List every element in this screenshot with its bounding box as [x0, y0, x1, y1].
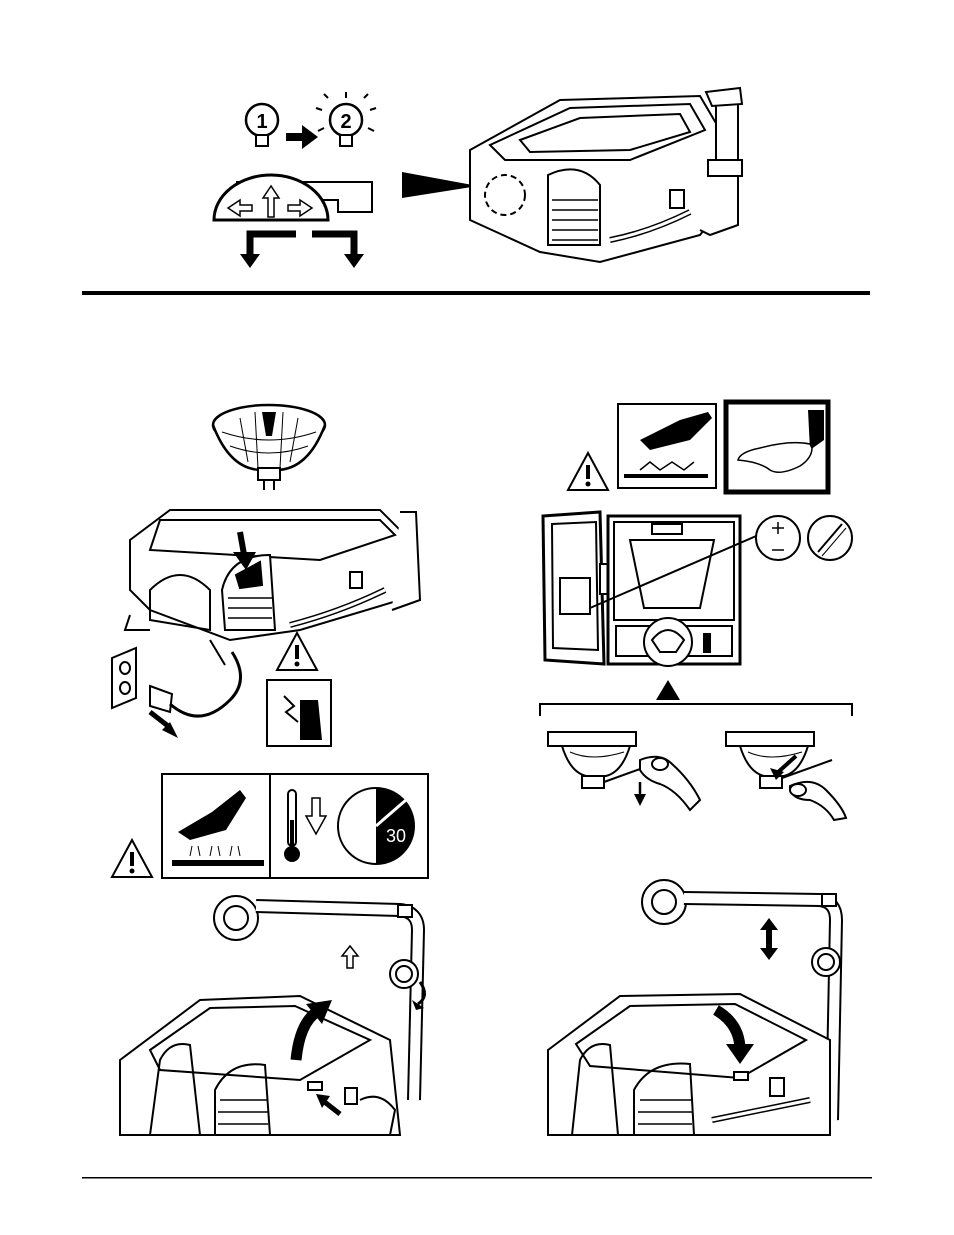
- pointer-wedge: [402, 172, 478, 198]
- cooldown-minutes-label: 30: [386, 826, 406, 846]
- lamp-one-label: 1: [256, 111, 267, 133]
- lamp-two-label: 2: [340, 111, 351, 133]
- warning-triangle-icon: [568, 453, 608, 490]
- hot-lamp-warning-icon: [618, 404, 716, 488]
- clock-timer-icon: 30: [338, 788, 414, 864]
- lamp-removal-right: [726, 732, 846, 820]
- cooldown-warning-panel: 30: [162, 774, 428, 878]
- lamp-selector-switch-diagram: [214, 175, 372, 268]
- lamp-two-bulb-icon: 2: [316, 92, 376, 146]
- power-plug-icon: [150, 652, 241, 738]
- warning-triangle-icon: [112, 840, 152, 877]
- projector-head-lift-view: [120, 896, 418, 1135]
- power-outlet-icon: [112, 648, 136, 708]
- lamp-one-bulb-icon: 1: [246, 104, 278, 146]
- bracket: [540, 704, 852, 716]
- arrow-right-icon: [286, 125, 318, 149]
- battery-slash-icon: [808, 516, 852, 560]
- glove-hand-icon: [726, 402, 828, 492]
- warning-triangle-icon: [277, 633, 317, 670]
- battery-plus-icon: [756, 516, 800, 560]
- projector-head-lower-view: [548, 880, 840, 1135]
- up-down-arrow-icon: [760, 918, 778, 960]
- pointer-up-triangle: [656, 680, 680, 700]
- section-divider: [82, 291, 870, 295]
- lamp-removal-left: [548, 732, 700, 810]
- footer-rule: [82, 1177, 872, 1179]
- lamp-switch-diagram: 1 2: [246, 92, 376, 149]
- lamp-compartment-view: [543, 512, 770, 666]
- electric-shock-hand-icon: [267, 680, 331, 746]
- projector-unplug-view: [125, 510, 420, 665]
- projector-top-view: [470, 88, 742, 262]
- halogen-lamp-bulb-icon: [213, 405, 325, 490]
- up-arrow-icon: [342, 946, 358, 968]
